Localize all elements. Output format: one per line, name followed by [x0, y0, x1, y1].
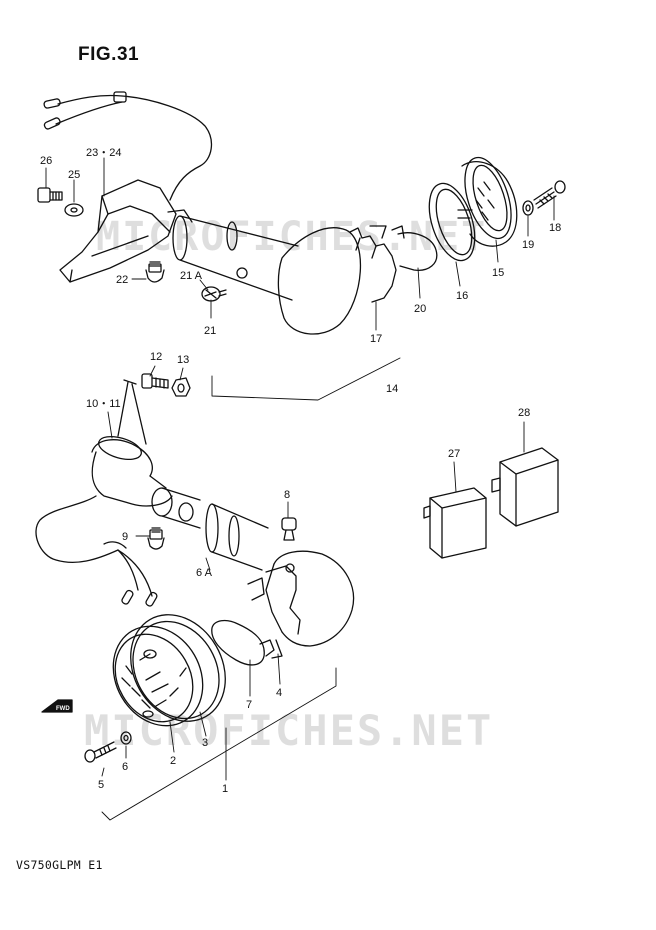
leader-lines-top	[45, 157, 555, 401]
callout-9: 9	[122, 531, 128, 543]
callout-25: 25	[68, 169, 80, 181]
socket-17	[349, 225, 397, 303]
callout-17: 17	[370, 333, 382, 345]
relay-28	[491, 447, 559, 527]
callout-20: 20	[414, 303, 426, 315]
watermark-top: MICROFICHES.NET	[96, 214, 488, 260]
callout-labels: 26 23・24 25 22 21 A 21 17 20 16 15 19 18…	[40, 147, 561, 795]
lens-15	[457, 156, 518, 247]
washer-6	[120, 731, 132, 745]
bulb-20	[391, 225, 438, 271]
callout-22: 22	[116, 274, 128, 286]
callout-12: 12	[150, 351, 162, 363]
screw-5	[84, 741, 117, 763]
callout-8: 8	[284, 489, 290, 501]
bottom-wire-harness	[35, 495, 158, 607]
fwd-label: FWD	[56, 706, 70, 712]
relay-27	[423, 487, 487, 559]
nut-13	[171, 377, 191, 397]
callout-4: 4	[276, 687, 282, 699]
screw-8	[281, 517, 297, 541]
callout-19: 19	[522, 239, 534, 251]
screw-21	[201, 286, 227, 302]
callout-27: 27	[448, 448, 460, 460]
callout-2: 2	[170, 755, 176, 767]
bolt-22	[145, 261, 165, 283]
callout-7: 7	[246, 699, 252, 711]
leader-lines-bottom	[101, 365, 525, 821]
callout-14: 14	[386, 383, 398, 395]
washer-25	[64, 203, 84, 217]
bracket-23-24	[59, 179, 177, 283]
callout-6a: 6 A	[196, 567, 213, 579]
bolt-26	[37, 187, 63, 203]
callout-23-24: 23・24	[86, 147, 121, 159]
figure-title: FIG.31	[78, 44, 140, 65]
callout-18: 18	[549, 222, 561, 234]
bracket-10-11	[91, 379, 173, 507]
screw-18	[533, 180, 566, 209]
bulb-7	[211, 619, 275, 666]
callout-28: 28	[518, 407, 530, 419]
callout-15: 15	[492, 267, 504, 279]
callout-21: 21	[204, 325, 216, 337]
callout-16: 16	[456, 290, 468, 302]
callout-13: 13	[177, 354, 189, 366]
top-stem-housing	[167, 209, 362, 335]
housing-4	[247, 550, 355, 659]
washer-19	[522, 200, 534, 216]
callout-10-11: 10・11	[86, 398, 121, 410]
bottom-stem-housing	[151, 487, 269, 571]
model-code: VS750GLPM E1	[16, 858, 103, 872]
bolt-12	[141, 373, 169, 389]
callout-26: 26	[40, 155, 52, 167]
lens-2	[112, 625, 204, 727]
callout-3: 3	[202, 737, 208, 749]
callout-5: 5	[98, 779, 104, 791]
callout-1: 1	[222, 783, 228, 795]
bolt-9	[147, 527, 165, 550]
callout-6: 6	[122, 761, 128, 773]
top-wire-harness	[43, 91, 213, 201]
fwd-arrow	[41, 699, 73, 713]
callout-21a: 21 A	[180, 270, 203, 282]
